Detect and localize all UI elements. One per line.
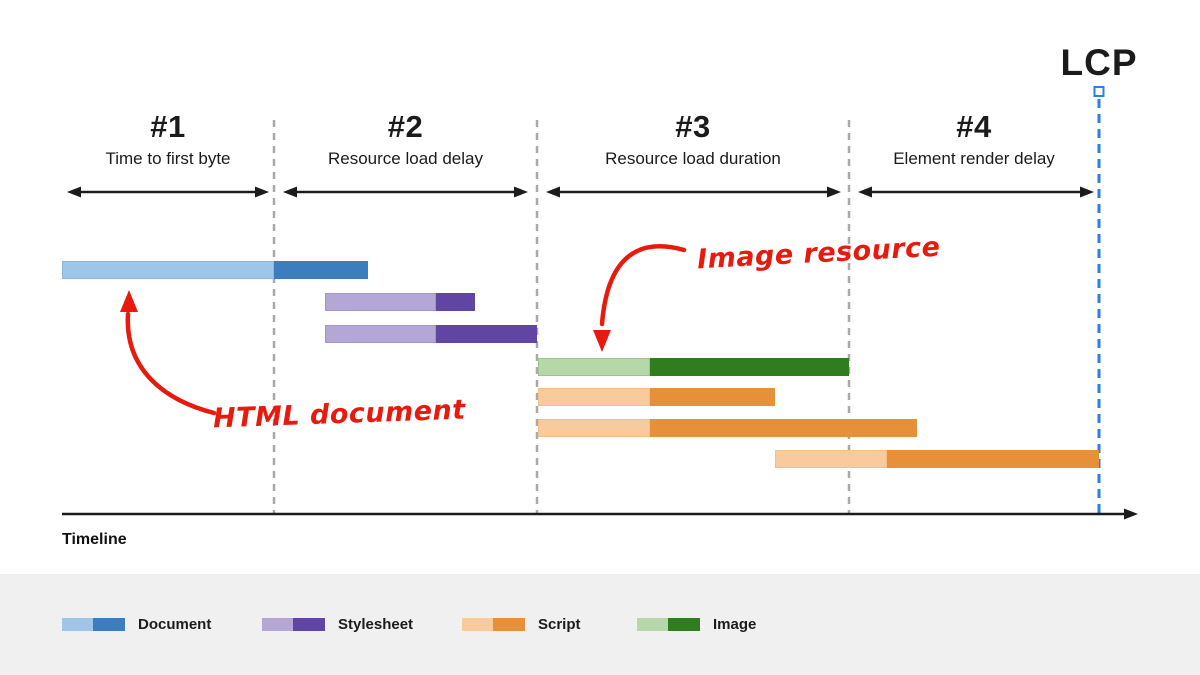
phase-number: #3 [675,109,711,144]
stylesheet-bar-active-segment [436,293,475,311]
script-bar-active-segment [650,419,917,437]
swatch-dark-half [668,617,700,631]
swatch-light-half [637,617,668,631]
script-bar-pending-segment [775,450,887,468]
arrow-left-head [858,186,872,198]
phase-name: Resource load duration [605,149,781,168]
script-bar-pending-segment [538,419,650,437]
image-bar [0,358,1200,376]
image-resource-arrow [599,244,687,327]
image-swatch-icon [637,617,700,631]
phase-name: Element render delay [893,149,1055,168]
phase-name: Resource load delay [328,149,483,168]
document-bar [0,261,1200,279]
document-bar-pending-segment [62,261,274,279]
stylesheet-swatch-icon [262,617,325,631]
image-bar-pending-segment [538,358,650,376]
script-swatch-icon [462,617,525,631]
phase-number: #2 [387,109,424,144]
legend-label: Document [138,615,212,633]
swatch-dark-half [493,617,525,631]
script-bar-pending-segment [538,388,650,406]
arrow-left-head [283,186,297,198]
arrow-left-head [546,186,560,198]
legend-item-document: Document [62,615,212,633]
swatch-light-half [462,617,493,631]
script-bar [0,419,1200,437]
timeline-label: Timeline [62,531,127,548]
image-bar-active-segment [650,358,849,376]
stylesheet-bar [0,293,1200,311]
document-swatch-icon [62,617,125,631]
script-bar-active-segment [650,388,775,406]
phase-number: #1 [150,109,186,144]
document-bar-active-segment [274,261,368,279]
swatch-light-half [262,617,293,631]
legend-item-stylesheet: Stylesheet [262,615,414,633]
script-bar [0,388,1200,406]
lcp-label: LCP [1060,42,1138,83]
legend-band [0,574,1200,675]
stylesheet-bar-active-segment [436,325,537,343]
stylesheet-bar-pending-segment [325,325,436,343]
phase-number: #4 [956,109,992,144]
swatch-dark-half [293,617,325,631]
legend-item-image: Image [637,615,757,633]
stylesheet-bar [0,325,1200,343]
legend-item-script: Script [462,615,581,633]
legend-label: Script [538,615,581,633]
arrow-right-head [827,186,841,198]
lcp-marker-icon [1093,86,1105,97]
legend-label: Image [713,615,757,633]
script-bar [0,450,1200,468]
stylesheet-bar-pending-segment [325,293,436,311]
arrow-left-head [67,186,81,198]
arrow-right-head [255,186,269,198]
arrow-right-head [514,186,528,198]
phase-name: Time to first byte [105,149,231,168]
legend-label: Stylesheet [338,615,414,633]
swatch-dark-half [93,617,125,631]
arrow-right-head [1080,186,1094,198]
timeline-arrow-head [1124,508,1138,520]
script-bar-active-segment [887,450,1099,468]
swatch-light-half [62,617,93,631]
